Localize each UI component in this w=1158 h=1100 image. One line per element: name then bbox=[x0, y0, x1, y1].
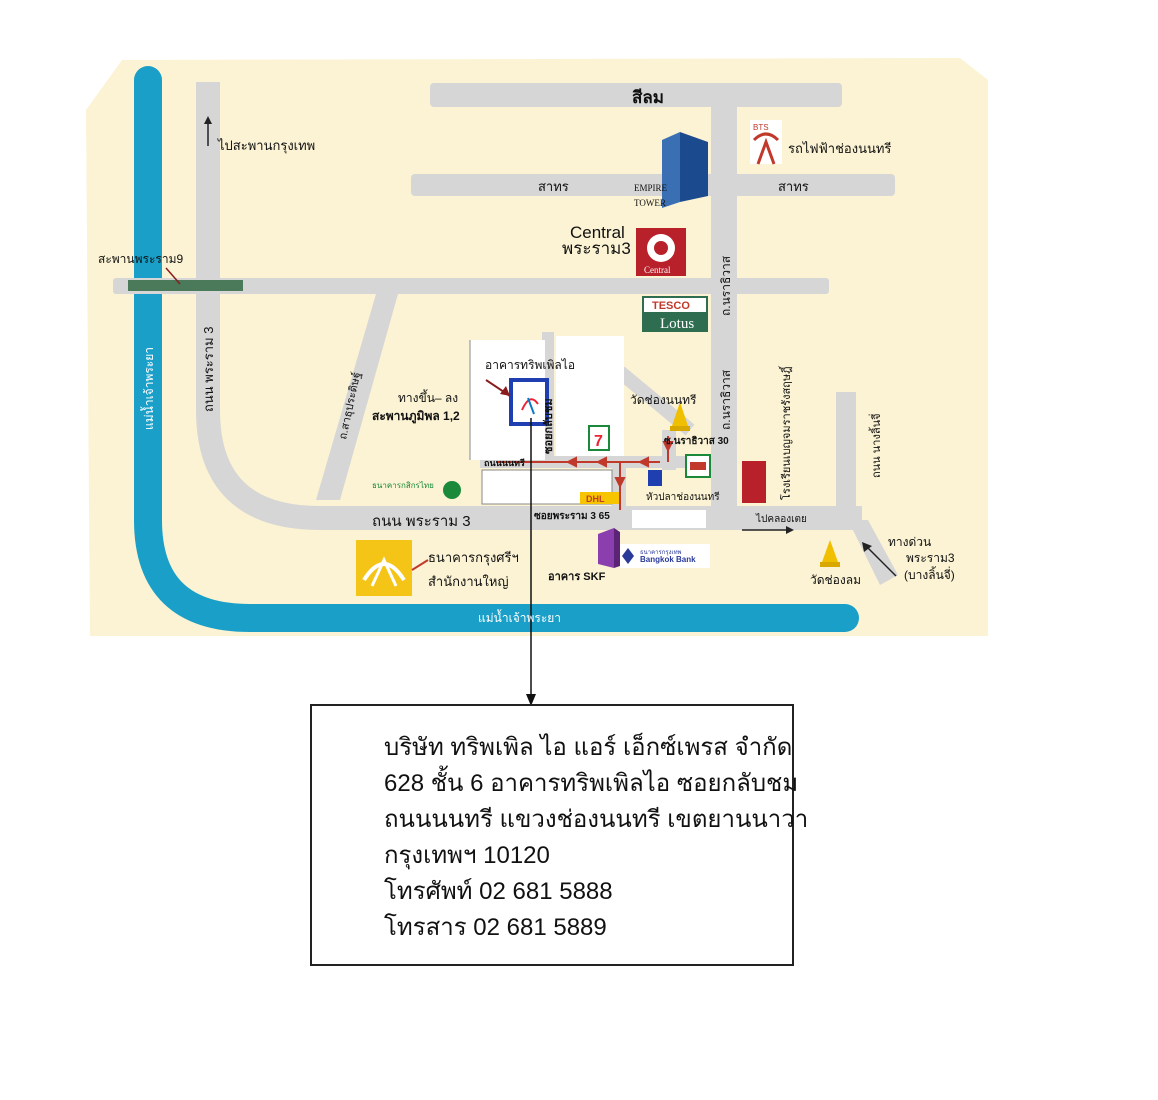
bridge-pointer bbox=[165, 267, 181, 285]
road-nang-linchi bbox=[836, 392, 856, 507]
label-rama3-road: ถนน พระราม 3 bbox=[372, 513, 471, 530]
label-ramp-1: ทางขึ้น– ลง bbox=[398, 389, 458, 405]
label-ramp-2: สะพานภูมิพล 1,2 bbox=[372, 409, 460, 424]
label-soi-narathiwat30: ซ.นราธิวาส 30 bbox=[664, 435, 729, 447]
route-arrows bbox=[498, 436, 674, 510]
label-tesco: TESCO bbox=[652, 300, 690, 312]
label-nonsi-road: ถนนนนทรี bbox=[484, 458, 525, 468]
road-sathupradit bbox=[316, 294, 398, 500]
label-kasikorn: ธนาคารกสิกรไทย bbox=[372, 481, 434, 490]
address-company: บริษัท ทริพเพิล ไอ แอร์ เอ็กซ์เพรส จำกัด bbox=[384, 734, 793, 761]
triple-i-building-icon bbox=[509, 378, 549, 426]
address-city: กรุงเทพฯ 10120 bbox=[384, 842, 550, 869]
expressway-arrow-head bbox=[862, 542, 872, 552]
skf-building-icon bbox=[598, 528, 620, 568]
road-rama9-bridge bbox=[113, 278, 829, 294]
address-fax: โทรสาร 02 681 5889 bbox=[384, 914, 607, 941]
river bbox=[134, 66, 859, 632]
address-lines: บริษัท ทริพเพิล ไอ แอร์ เอ็กซ์เพรส จำกัด… bbox=[384, 730, 808, 946]
address-box: บริษัท ทริพเพิล ไอ แอร์ เอ็กซ์เพรส จำกัด… bbox=[310, 704, 808, 966]
label-narathiwat-top: ถ.นราธิวาส bbox=[719, 255, 733, 316]
label-wat-chonglom: วัดช่องลม bbox=[810, 573, 861, 587]
rama9-bridge bbox=[128, 280, 243, 291]
label-bangkok-bank-en: Bangkok Bank bbox=[640, 555, 696, 564]
bts-logo-icon bbox=[750, 120, 782, 165]
label-sathorn-right: สาทร bbox=[778, 179, 809, 194]
label-empire-2: TOWER bbox=[634, 198, 666, 208]
temple-icon bbox=[670, 402, 690, 431]
label-bts: รถไฟฟ้าช่องนนทรี bbox=[788, 141, 891, 156]
label-krungsri-1: ธนาคารกรุงศรีฯ bbox=[428, 550, 519, 566]
label-bangkok-bank-th: ธนาคารกรุงเทพ bbox=[640, 549, 682, 556]
seven-eleven-icon: 7 bbox=[588, 425, 610, 451]
hua-pla-icon bbox=[648, 470, 662, 486]
label-sathorn-left: สาทร bbox=[538, 179, 569, 194]
pointer-arrow-head bbox=[500, 386, 510, 396]
tesco-lotus-logo-icon bbox=[642, 296, 708, 332]
school-building bbox=[742, 461, 766, 503]
label-patch bbox=[632, 510, 706, 528]
label-empire-1: EMPIRE bbox=[634, 183, 668, 193]
label-dhl: DHL bbox=[586, 494, 605, 504]
label-wat-chongnonsi: วัดช่องนนทรี bbox=[630, 393, 697, 407]
label-to-krungthep-bridge: ไปสะพานกรุงเทพ bbox=[217, 138, 315, 154]
label-expressway-1: ทางด่วน bbox=[888, 535, 931, 549]
empire-tower-icon bbox=[662, 132, 708, 208]
expressway-arrow bbox=[865, 545, 897, 577]
label-river-left: แม่น้ำเจ้าพระยา bbox=[140, 347, 156, 430]
krungsri-pointer bbox=[411, 559, 429, 571]
north-arrow-head bbox=[204, 116, 212, 124]
label-silom: สีลม bbox=[632, 87, 664, 107]
label-expressway-2: พระราม3 bbox=[906, 551, 955, 565]
label-to-khlong-toei: ไปคลองเตย bbox=[755, 513, 807, 525]
khlong-toei-arrow-head bbox=[786, 526, 794, 534]
label-skf: อาคาร SKF bbox=[548, 571, 606, 583]
road-sathorn bbox=[411, 174, 895, 196]
address-pointer-head bbox=[526, 694, 536, 706]
kasikorn-logo-icon bbox=[443, 481, 461, 499]
dhl-logo-icon bbox=[580, 492, 620, 504]
label-narathiwat-bottom: ถ.นราธิวาส bbox=[719, 369, 733, 430]
label-soi-rama3-65: ซอยพระราม 3 65 bbox=[534, 511, 610, 522]
label-hua-pla: หัวปลาช่องนนทรี bbox=[646, 491, 720, 503]
address-phone: โทรศัพท์ 02 681 5888 bbox=[384, 878, 613, 905]
label-river-bottom: แม่น้ำเจ้าพระยา bbox=[478, 609, 561, 625]
label-central: Central bbox=[570, 223, 625, 242]
road-narathiwat bbox=[711, 107, 737, 507]
label-rama3-vertical: ถนน พระราม 3 bbox=[201, 327, 216, 412]
label-krungsri-2: สำนักงานใหญ่ bbox=[428, 574, 509, 589]
label-soi-klabchom: ซอยกลับชม bbox=[542, 398, 555, 454]
address-street: 628 ชั้น 6 อาคารทริพเพิลไอ ซอยกลับชม bbox=[384, 770, 799, 797]
krungsri-logo-icon bbox=[356, 540, 412, 596]
label-rama9-bridge: สะพานพระราม9 bbox=[98, 252, 184, 266]
label-central-branch: พระราม3 bbox=[562, 239, 631, 258]
road-rama3 bbox=[196, 82, 862, 530]
label-triple-i: อาคารทริพเพิลไอ bbox=[485, 358, 575, 372]
road-silom bbox=[430, 83, 842, 107]
central-logo-icon bbox=[636, 228, 686, 276]
label-central-logo: Central bbox=[644, 265, 671, 275]
address-district: ถนนนนทรี แขวงช่องนนทรี เขตยานนาวา bbox=[384, 806, 809, 833]
svg-text:7: 7 bbox=[594, 433, 603, 450]
store-icon bbox=[685, 454, 711, 478]
label-lotus: Lotus bbox=[660, 316, 694, 332]
label-expressway-3: (บางลิ้นจี่) bbox=[904, 566, 955, 582]
bangkok-bank-logo-icon bbox=[620, 544, 710, 568]
label-school: โรงเรียนเบญจมราชรังสฤษฎิ์ bbox=[778, 365, 793, 500]
label-nang-linchi: ถนน นางลิ้นจี่ bbox=[868, 413, 883, 478]
wat-chonglom-icon bbox=[820, 540, 840, 567]
label-bts-logo: BTS bbox=[753, 123, 769, 132]
